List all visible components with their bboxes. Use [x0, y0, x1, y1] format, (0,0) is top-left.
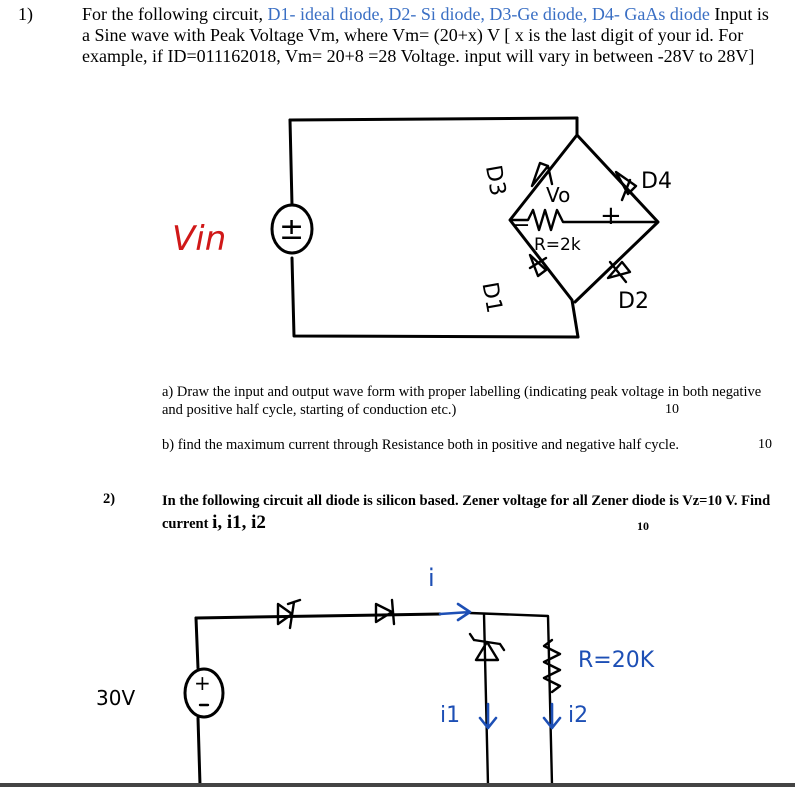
diode-d3-icon: [530, 161, 554, 188]
question-2-body: In the following circuit all diode is si…: [162, 493, 771, 532]
question-1-number: 1): [18, 4, 33, 24]
question-1-body: Input is a Sine wave with Peak Voltage V…: [82, 4, 769, 66]
ac-source-icon: [270, 203, 314, 255]
question-1-text: For the following circuit, D1- ideal dio…: [82, 4, 772, 67]
wire-top: [288, 116, 579, 122]
label-d1: D1: [476, 280, 506, 315]
c2-label-i1: i1: [440, 703, 460, 728]
label-resistor-1: R=2k: [534, 235, 581, 255]
resistor-20k-zigzag-icon: [542, 638, 562, 694]
bottom-edge: [0, 783, 795, 787]
diode-d4-icon: [614, 170, 638, 202]
c2-wire-zener-branch: [482, 612, 490, 787]
resistor-zigzag-icon: [508, 208, 660, 232]
question-2-points: 10: [637, 519, 649, 533]
diode-d1-icon: [528, 253, 548, 278]
current-i-arrow-icon: [438, 602, 472, 622]
current-i1-arrow-icon: [478, 702, 498, 730]
label-plus: +: [600, 201, 622, 231]
c2-source-label: 30V: [96, 686, 135, 710]
zener-diode-shunt-icon: [468, 632, 506, 662]
dc-source-icon: [183, 667, 225, 719]
c2-label-i2: i2: [568, 703, 588, 728]
current-i2-arrow-icon: [542, 702, 562, 730]
question-2-number: 2): [103, 491, 116, 507]
question-1-intro: For the following circuit,: [82, 4, 268, 24]
label-minus: −: [512, 213, 530, 238]
question-2-vars: i, i1, i2: [212, 512, 266, 533]
question-1b-points: 10: [758, 437, 772, 452]
zener-diode-series-1-icon: [276, 598, 302, 630]
question-1b-text: b) find the maximum current through Resi…: [162, 437, 680, 453]
dc-source-symbol: +: [194, 671, 211, 695]
vin-label: Vin: [172, 219, 226, 259]
label-vo: Vo: [546, 183, 570, 207]
diode-series-2-icon: [374, 598, 396, 626]
c2-wire-left-lower: [196, 716, 202, 787]
c2-label-i: i: [428, 564, 435, 592]
label-d3: D3: [480, 163, 510, 198]
question-1a-points: 10: [665, 402, 679, 417]
question-1b: b) find the maximum current through Resi…: [162, 436, 782, 454]
ac-source-symbol: ±: [279, 212, 304, 247]
question-2-text: In the following circuit all diode is si…: [162, 491, 782, 535]
label-d2: D2: [618, 289, 649, 314]
c2-wire-left-upper: [194, 616, 200, 670]
question-1a: a) Draw the input and output wave form w…: [162, 383, 762, 419]
question-1a-text: a) Draw the input and output wave form w…: [162, 384, 762, 418]
question-1-diode-list: D1- ideal diode, D2- Si diode, D3-Ge dio…: [267, 4, 710, 24]
diode-d2-icon: [606, 260, 632, 284]
label-d4: D4: [641, 169, 672, 194]
c2-wire-top-left: [194, 612, 442, 620]
c2-wire-top-right: [468, 611, 554, 787]
c2-label-resistor: R=20K: [578, 648, 655, 673]
wire-left-upper: [288, 118, 294, 207]
wire-left-lower: [290, 256, 580, 339]
